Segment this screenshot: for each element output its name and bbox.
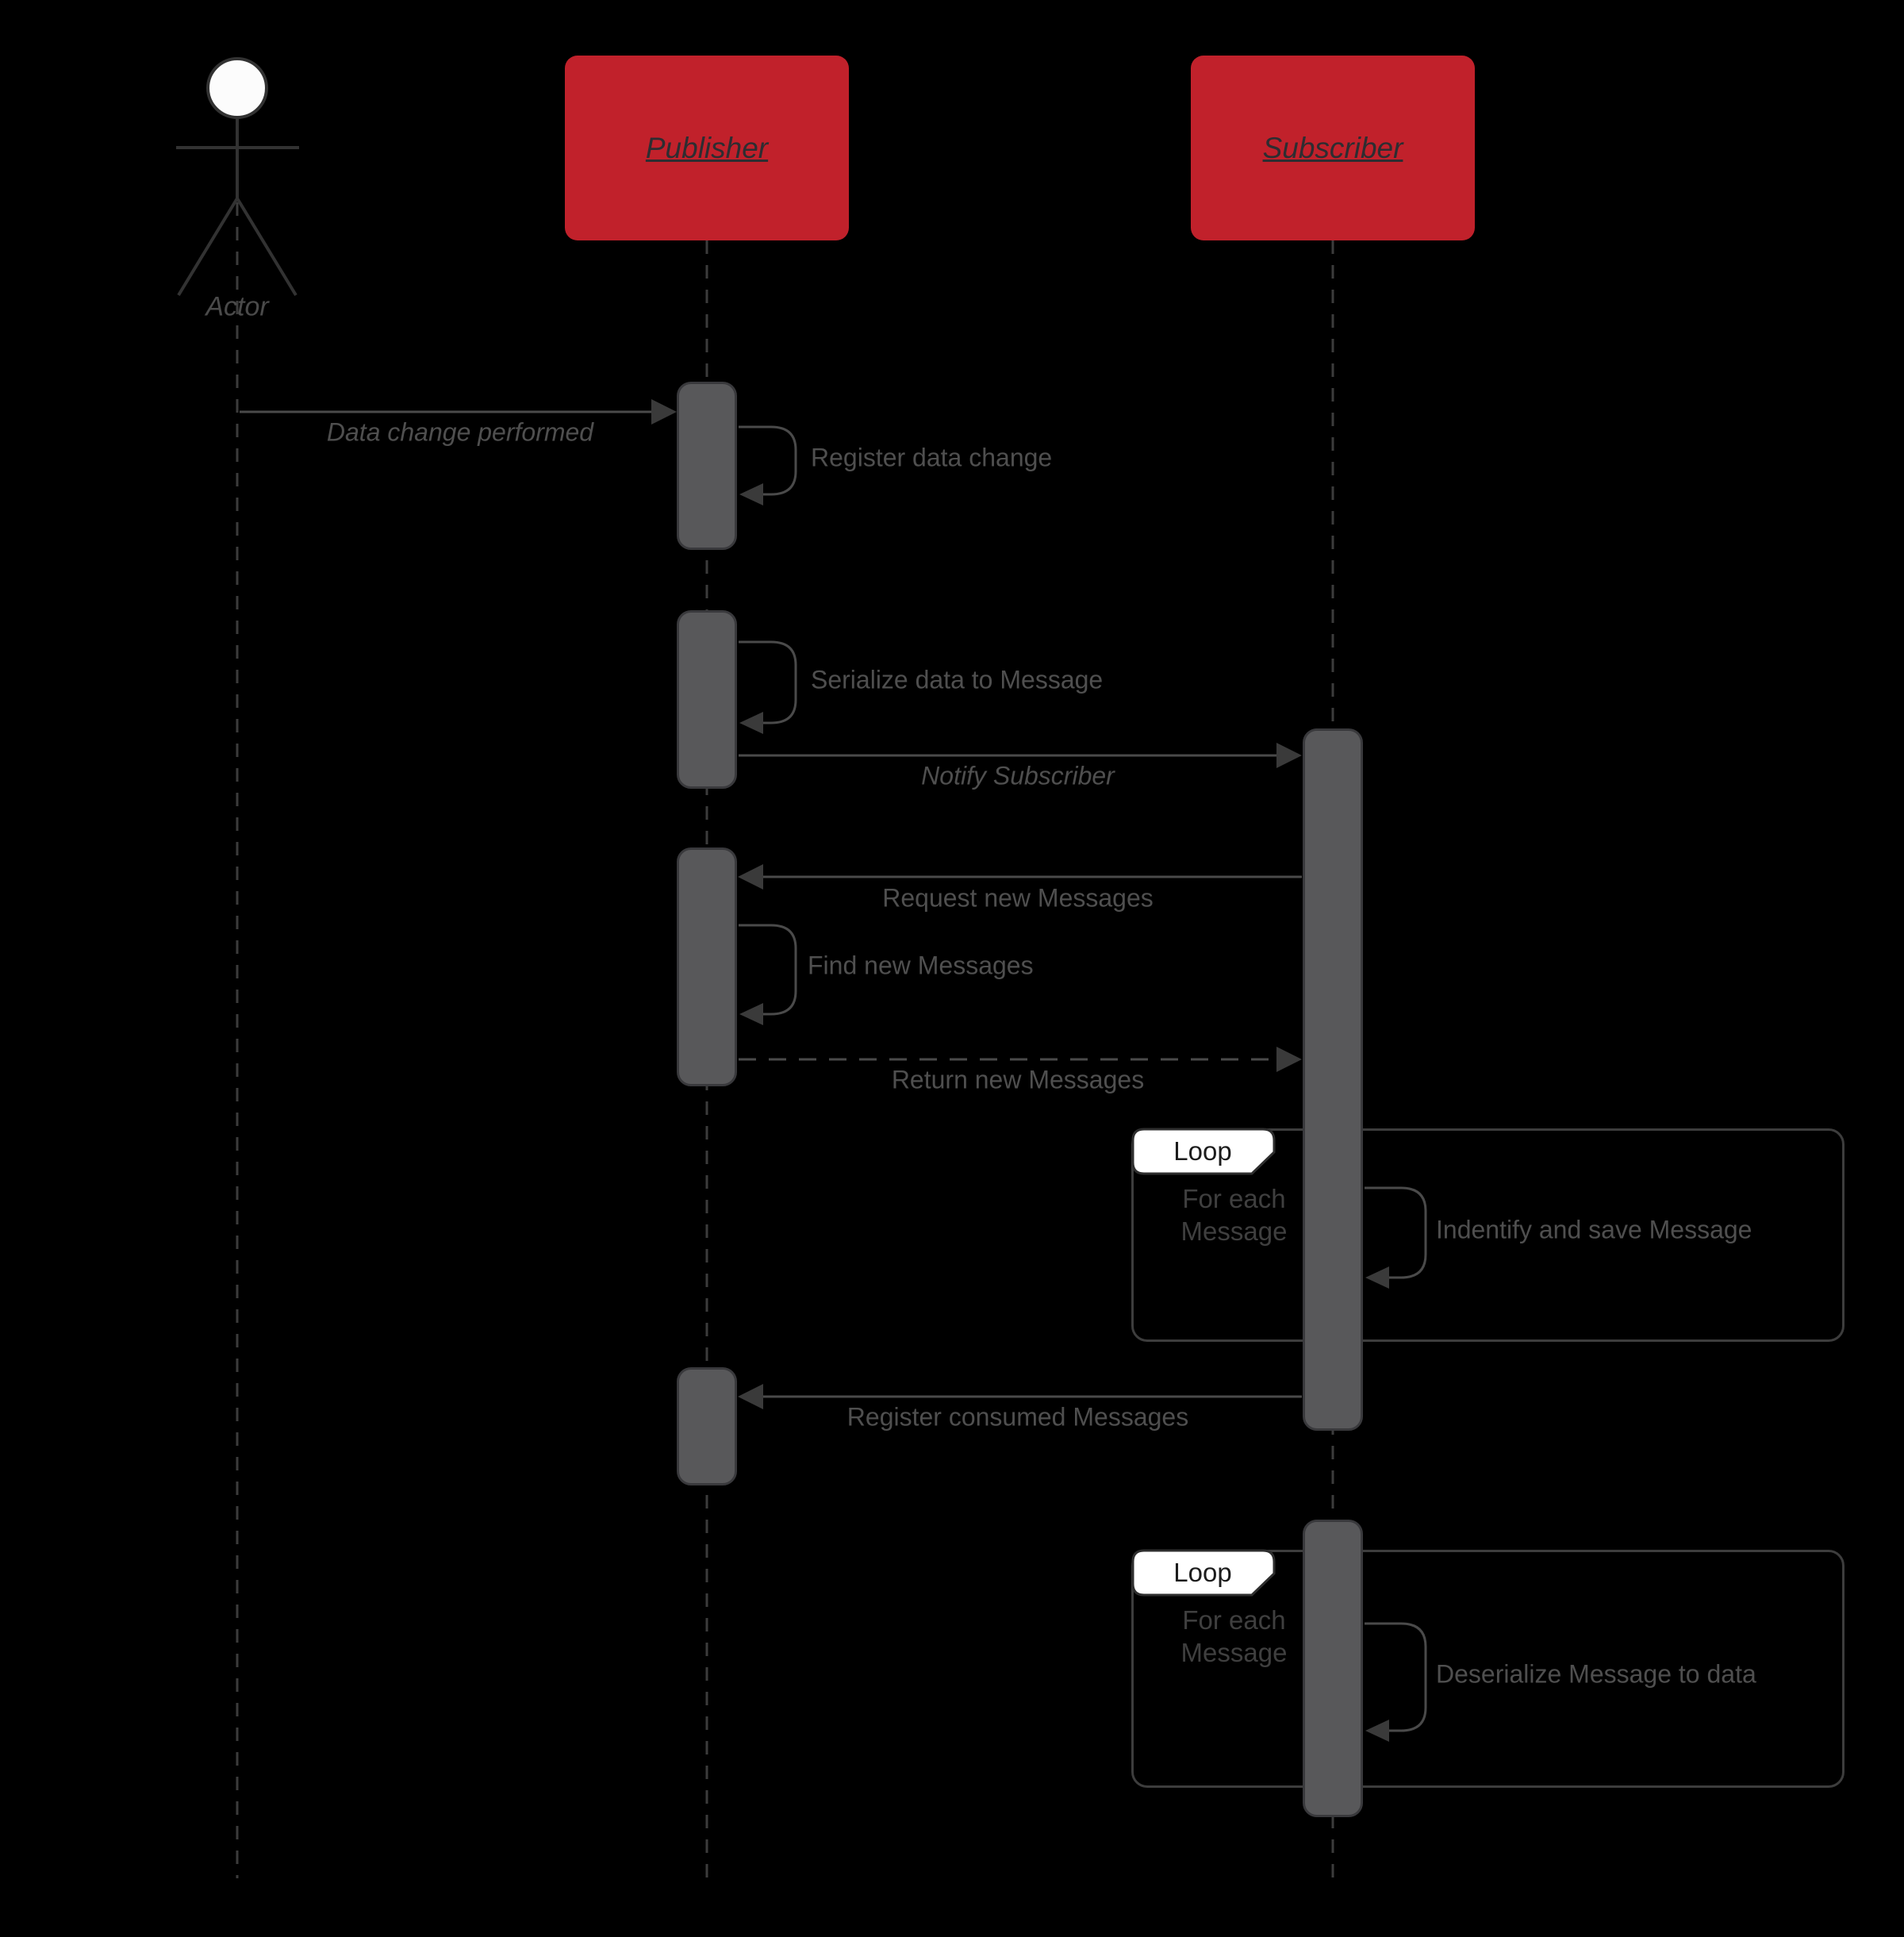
subscriber-activation-1 xyxy=(1303,728,1363,1431)
loop-fragment-2 xyxy=(1131,1550,1844,1788)
arrowhead-find xyxy=(739,1003,763,1025)
message-label-return: Return new Messages xyxy=(891,1065,1145,1094)
subscriber-title: Subscriber xyxy=(1262,131,1403,164)
message-label-register-data-change: Register data change xyxy=(811,443,1053,472)
loop-fragment-1 xyxy=(1131,1128,1844,1342)
publisher-activation-2 xyxy=(677,610,737,789)
arrowhead-return xyxy=(1276,1047,1302,1072)
publisher-activation-3 xyxy=(677,847,737,1086)
loop-guard-2: For each Message xyxy=(1180,1605,1288,1667)
actor-label: Actor xyxy=(205,291,269,322)
message-label-notify: Notify Subscriber xyxy=(921,761,1115,790)
message-label-deserialize: Deserialize Message to data xyxy=(1436,1659,1756,1689)
selfcall-register-data-change xyxy=(739,425,797,496)
message-label-register-consumed: Register consumed Messages xyxy=(846,1402,1189,1432)
actor-head xyxy=(206,57,268,119)
actor-right-leg xyxy=(236,197,298,297)
arrowhead-notify xyxy=(1276,743,1302,768)
publisher-activation-1 xyxy=(677,382,737,550)
arrowhead-register-consumed xyxy=(738,1384,763,1409)
message-label-data-change: Data change performed xyxy=(326,417,594,447)
message-label-request: Request new Messages xyxy=(882,883,1154,913)
message-label-find: Find new Messages xyxy=(808,951,1034,980)
publisher-title: Publisher xyxy=(645,131,769,164)
arrowhead-serialize xyxy=(739,712,763,734)
message-label-identify: Indentify and save Message xyxy=(1436,1215,1752,1244)
loop-operator-label-1: Loop xyxy=(1173,1136,1232,1166)
arrowhead-register-data-change xyxy=(739,483,763,505)
actor-left-leg xyxy=(177,197,239,297)
selfcall-find xyxy=(739,924,797,1016)
arrowhead-request xyxy=(738,864,763,890)
actor-icon xyxy=(176,57,299,297)
loop-operator-label-2: Loop xyxy=(1173,1557,1232,1587)
loop-guard-1: For each Message xyxy=(1180,1184,1288,1246)
arrowhead-data-change xyxy=(651,399,677,425)
participant-publisher: Publisher xyxy=(565,56,849,240)
participant-subscriber: Subscriber xyxy=(1191,56,1475,240)
publisher-activation-4 xyxy=(677,1367,737,1485)
message-label-serialize: Serialize data to Message xyxy=(811,665,1104,694)
selfcall-serialize xyxy=(739,640,797,724)
